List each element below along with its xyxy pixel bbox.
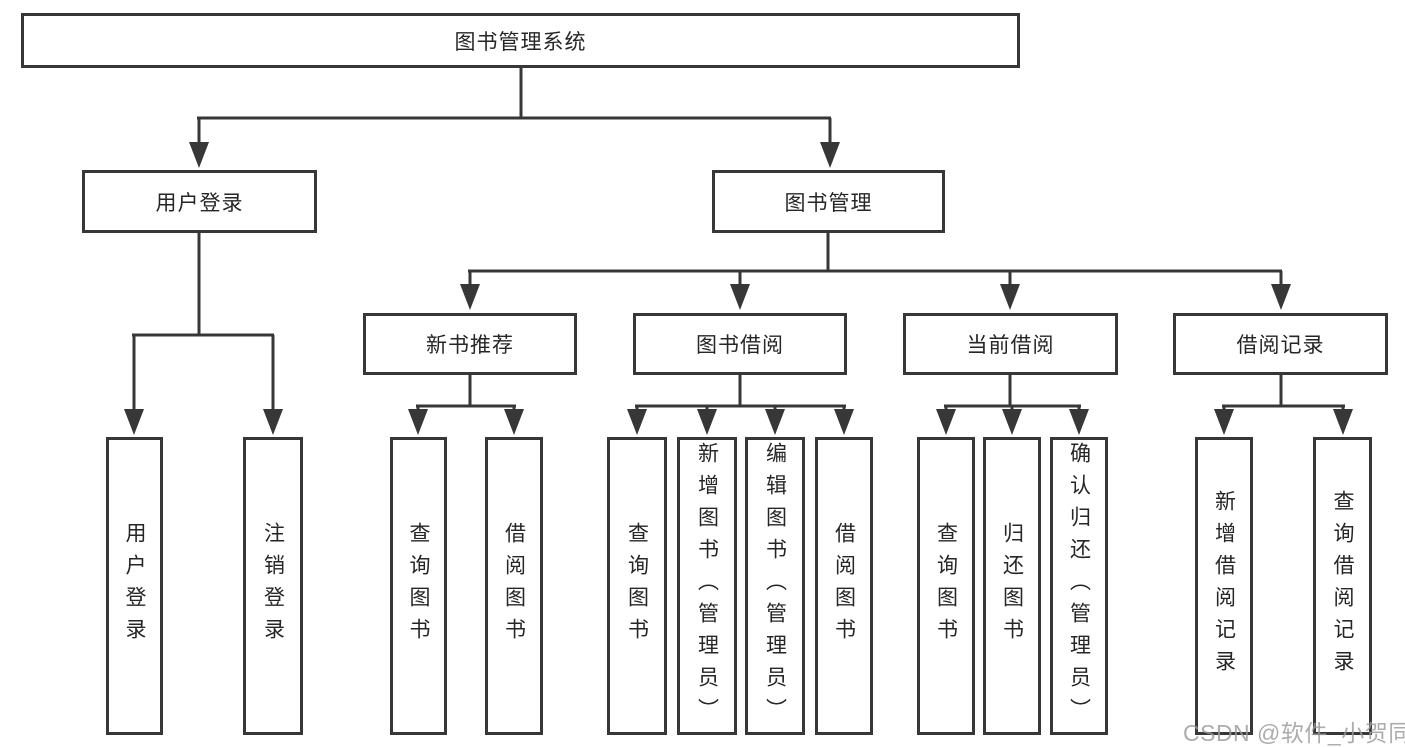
leaf-label: 查询图书	[934, 522, 958, 650]
leaf-label: 新增借阅记录	[1212, 490, 1236, 682]
node-label: 图书管理	[784, 191, 873, 215]
node-label: 当前借阅	[966, 334, 1055, 357]
arrowhead-icon	[1069, 409, 1089, 435]
csdn-watermark: CSDN @软件_小贺同学	[1183, 720, 1405, 746]
arrowhead-icon	[627, 409, 647, 435]
node-current-borrow: 当前借阅	[903, 313, 1118, 375]
leaf-label: 归还图书	[1000, 522, 1024, 650]
arrowhead-icon	[834, 409, 854, 435]
leaf-borrow-edit-books-admin: 编辑图书（管理员）	[745, 437, 805, 735]
node-library-system: 图书管理系统	[21, 13, 1020, 68]
leaf-label: 用户登录	[123, 522, 146, 650]
arrowhead-icon	[936, 409, 956, 435]
arrowhead-icon	[189, 142, 209, 168]
node-label: 图书借阅	[696, 334, 784, 357]
node-book-borrow: 图书借阅	[633, 313, 847, 375]
node-label: 借阅记录	[1236, 334, 1325, 357]
node-label: 用户登录	[155, 191, 244, 215]
node-book-management: 图书管理	[712, 170, 945, 233]
leaf-label: 借阅图书	[832, 522, 856, 650]
arrowhead-icon	[730, 284, 750, 310]
arrowhead-icon	[765, 409, 785, 435]
leaf-label: 确认归还（管理员）	[1067, 442, 1091, 730]
arrowhead-icon	[504, 409, 524, 435]
leaf-records-add-record: 新增借阅记录	[1195, 437, 1253, 735]
leaf-label: 查询图书	[625, 522, 649, 650]
leaf-logout: 注销登录	[243, 437, 303, 735]
arrowhead-icon	[408, 409, 428, 435]
arrowhead-icon	[1000, 284, 1020, 310]
leaf-label: 借阅图书	[502, 522, 526, 650]
leaf-user-login: 用户登录	[106, 437, 163, 735]
arrowhead-icon	[263, 409, 283, 435]
leaf-current-query-books: 查询图书	[917, 437, 975, 735]
leaf-label: 编辑图书（管理员）	[763, 442, 787, 730]
leaf-label: 查询借阅记录	[1331, 490, 1354, 682]
arrowhead-icon	[820, 142, 840, 168]
arrowhead-icon	[124, 409, 144, 435]
leaf-borrow-query-books: 查询图书	[607, 437, 667, 735]
node-user-login: 用户登录	[82, 170, 317, 233]
node-new-book-recommend: 新书推荐	[363, 313, 577, 375]
leaf-label: 查询图书	[407, 522, 430, 650]
arrowhead-icon	[460, 284, 480, 310]
leaf-label: 注销登录	[261, 522, 285, 650]
arrowhead-icon	[1214, 409, 1234, 435]
leaf-current-confirm-return-admin: 确认归还（管理员）	[1050, 437, 1108, 735]
arrowhead-icon	[1002, 409, 1022, 435]
leaf-label: 新增图书（管理员）	[695, 442, 719, 730]
leaf-current-return-books: 归还图书	[983, 437, 1041, 735]
leaf-records-query-record: 查询借阅记录	[1313, 437, 1372, 735]
leaf-recommend-query-books: 查询图书	[390, 437, 447, 735]
arrowhead-icon	[697, 409, 717, 435]
node-label: 新书推荐	[426, 334, 514, 357]
leaf-borrow-borrow-books: 借阅图书	[815, 437, 873, 735]
leaf-borrow-add-books-admin: 新增图书（管理员）	[677, 437, 737, 735]
node-borrow-records: 借阅记录	[1173, 313, 1388, 375]
leaf-recommend-borrow-books: 借阅图书	[485, 437, 543, 735]
arrowhead-icon	[1333, 409, 1353, 435]
node-label: 图书管理系统	[454, 30, 587, 54]
arrowhead-icon	[1271, 284, 1291, 310]
